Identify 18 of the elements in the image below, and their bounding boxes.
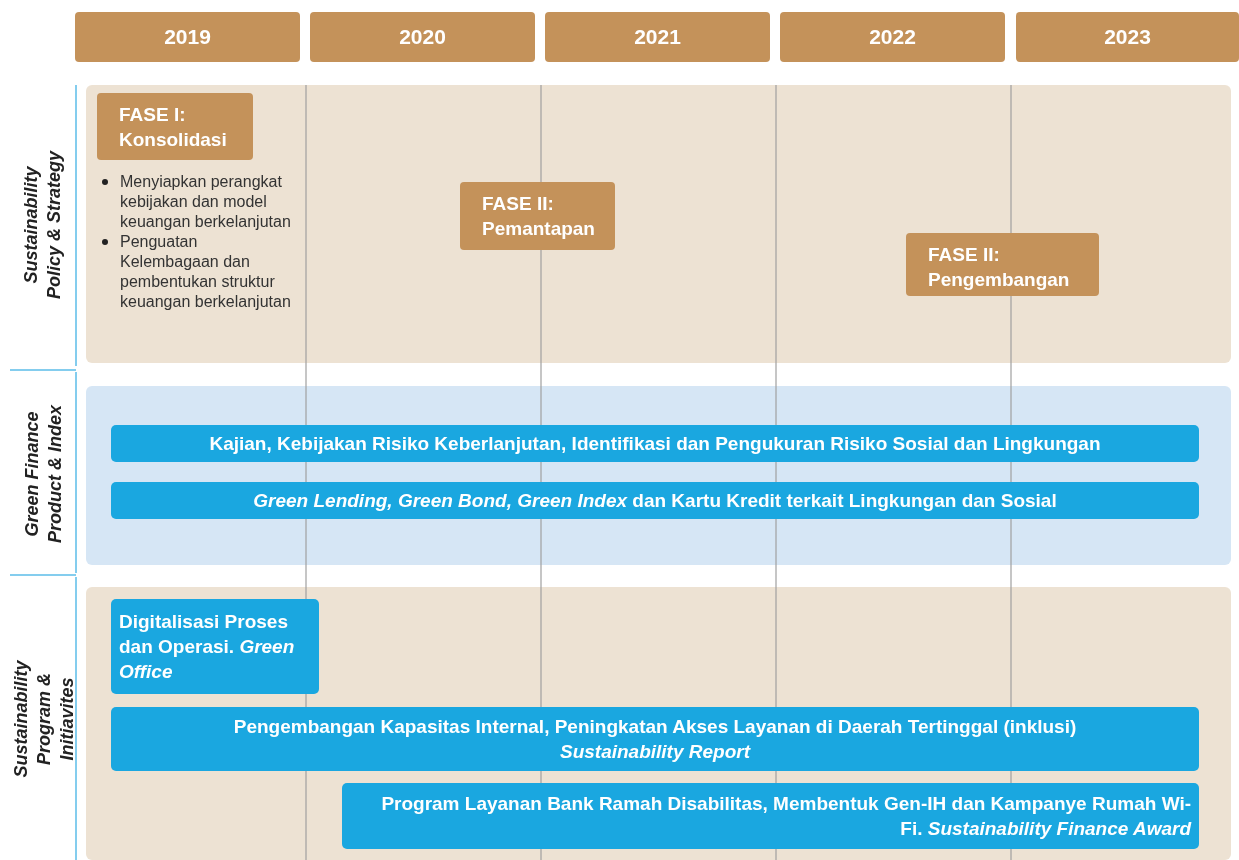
bullet-text: Penguatan Kelembagaan dan pembentukan struktur keuangan berkelanjutan <box>120 233 291 310</box>
phase-box: FASE II: Pengembangan <box>906 233 1099 296</box>
activity-bar: Green Lending, Green Bond, Green Index dan Kartu Kredit terkait Lingkungan dan Sosial <box>111 482 1199 519</box>
year-header: 2022 <box>780 12 1005 62</box>
row-heading: Sustainability Policy & Strategy <box>20 149 65 302</box>
row-heading: Sustainability Program & Initiavites <box>10 659 76 779</box>
year-header: 2021 <box>545 12 770 62</box>
activity-box: Digitalisasi Proses dan Operasi. Green Office <box>111 599 319 694</box>
activity-bar: Pengembangan Kapasitas Internal, Peningkatan Akses Layanan di Daerah Tertinggal (inklusi) Sustainability Report <box>111 707 1199 771</box>
activity-bar: Program Layanan Bank Ramah Disabilitas, Membentuk Gen-IH dan Kampanye Rumah Wi-Fi. Sustainability Finance Award <box>342 783 1199 849</box>
bullet-text: Menyiapkan perangkat kebijakan dan model keuangan berkelanjutan <box>120 173 291 230</box>
year-header: 2020 <box>310 12 535 62</box>
activity-bar: Kajian, Kebijakan Risiko Keberlanjutan, Identifikasi dan Pengukuran Risiko Sosial dan Lingkungan <box>111 425 1199 462</box>
year-header: 2023 <box>1016 12 1239 62</box>
year-header: 2019 <box>75 12 300 62</box>
phase-box: FASE I: Konsolidasi <box>97 93 253 160</box>
phase-box: FASE II: Pemantapan <box>460 182 615 250</box>
row-heading: Green Finance Product & Index <box>20 403 65 545</box>
